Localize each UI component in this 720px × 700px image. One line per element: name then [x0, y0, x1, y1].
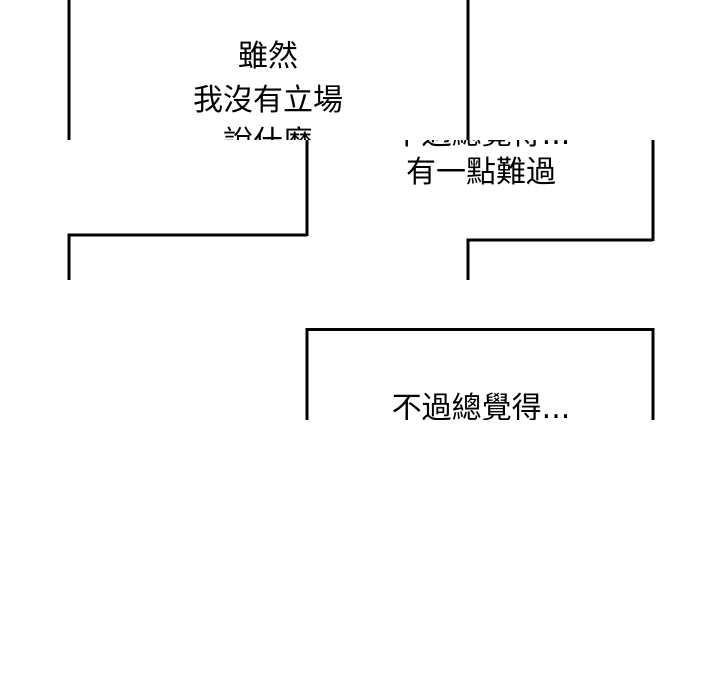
- caption-line-2: 我沒有立場: [193, 83, 343, 118]
- speech-panel-top-right: 不過總覺得... 有一點難過: [308, 140, 654, 240]
- caption-line-1: 不過總覺得...: [391, 391, 571, 420]
- speech-panel-top-left: 雖然 我沒有立場 說什麼: [0, 0, 720, 140]
- upper-strip: 雖然 我沒有立場 說什麼 不過總覺得... 有一點難過: [0, 0, 720, 280]
- speech-panel-bottom-right: 不過總覺得...: [308, 328, 654, 420]
- caption-line-2: 有一點難過: [406, 155, 556, 190]
- lower-strip: 不過總覺得...: [0, 328, 720, 420]
- caption-line-3: 說什麼: [68, 124, 468, 140]
- upper-frame-lines: [67, 0, 655, 280]
- caption-line-1: 雖然: [238, 39, 298, 74]
- caption-line-1: 不過總覺得...: [308, 140, 654, 154]
- lower-frame-lines: [305, 328, 655, 420]
